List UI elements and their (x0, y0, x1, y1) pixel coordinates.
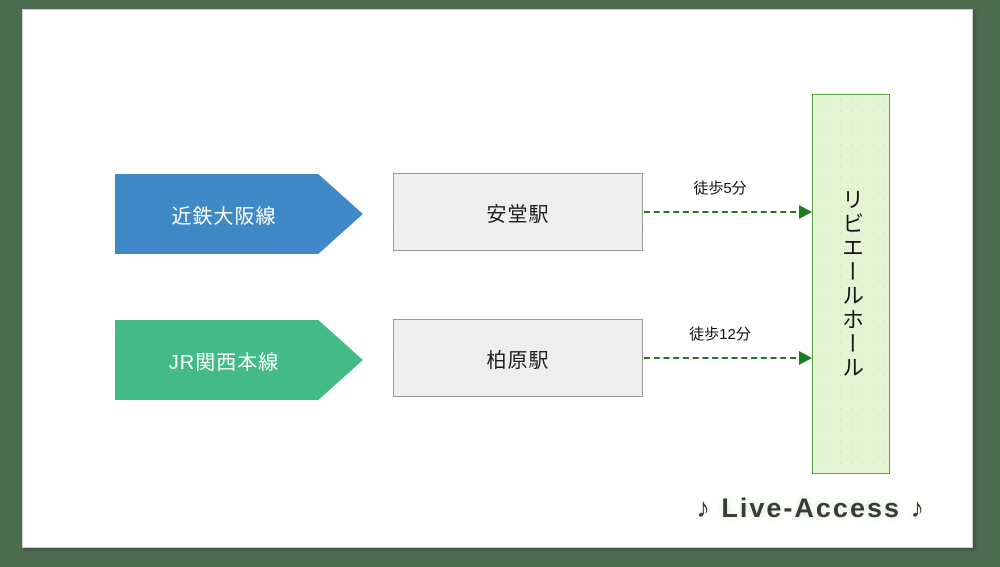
walk-connector-kashiwara: 徒歩12分 (644, 326, 812, 375)
watermark-live-access: ♪ Live-Access ♪ (696, 493, 926, 523)
destination-hall-label: リビエールホール (838, 188, 864, 380)
rail-line-label-jr: JR関西本線 (168, 351, 280, 374)
diagram-stage: 近鉄大阪線 JR関西本線 安堂駅 柏原駅 徒歩5分 徒歩12分 リビエールホール (23, 10, 972, 547)
dashed-line-ando (644, 211, 796, 213)
arrowhead-icon-kashiwara (799, 351, 812, 365)
walk-time-label-kashiwara: 徒歩12分 (689, 326, 751, 343)
dashed-line-kashiwara (644, 357, 796, 359)
arrowhead-icon-ando (799, 205, 812, 219)
content-card: 近鉄大阪線 JR関西本線 安堂駅 柏原駅 徒歩5分 徒歩12分 リビエールホール (22, 9, 973, 548)
walk-time-label-ando: 徒歩5分 (693, 180, 747, 197)
rail-line-arrow-jr: JR関西本線 (115, 320, 363, 400)
walk-connector-ando: 徒歩5分 (644, 180, 812, 229)
destination-hall-box: リビエールホール (812, 94, 890, 474)
station-box-ando: 安堂駅 (393, 173, 643, 251)
station-label-kashiwara: 柏原駅 (486, 349, 550, 372)
station-box-kashiwara: 柏原駅 (393, 319, 643, 397)
station-label-ando: 安堂駅 (486, 203, 550, 226)
rail-line-arrow-kintetsu: 近鉄大阪線 (115, 174, 363, 254)
rail-line-label-kintetsu: 近鉄大阪線 (171, 205, 277, 228)
